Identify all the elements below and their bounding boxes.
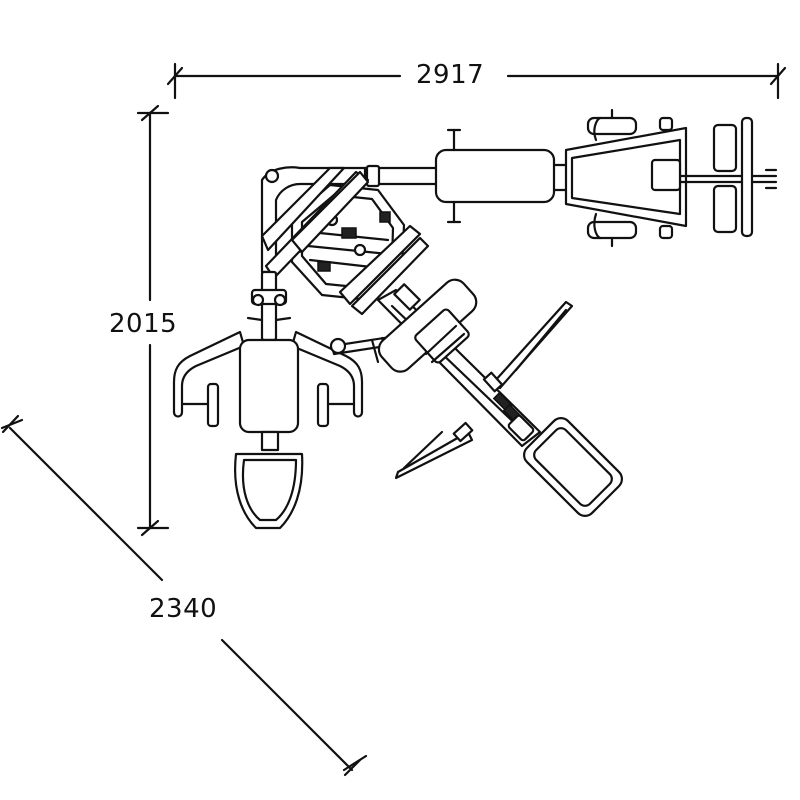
width-dimension-label: 2917 <box>412 62 489 88</box>
back-pad-top <box>434 128 568 224</box>
depth-dimension-label: 2015 <box>107 309 180 339</box>
diagonal-dimension-label: 2340 <box>145 594 222 624</box>
diagonal-press-arms <box>394 300 574 480</box>
leg-press-platform <box>564 108 688 248</box>
width-dimension-line <box>166 62 787 100</box>
diagonal-seat-pad <box>523 417 623 517</box>
foot-roller-assembly <box>650 116 778 238</box>
diagonal-crossbeams <box>260 166 430 316</box>
left-seat-pad <box>234 452 304 530</box>
horizontal-boom-arm <box>363 164 442 188</box>
depth-dimension-line <box>136 104 170 537</box>
left-press-arms <box>172 330 364 428</box>
diagonal-adjuster <box>492 391 535 442</box>
diagonal-roller-pad <box>377 278 478 373</box>
diagonal-dimension-line <box>0 414 368 777</box>
left-upright-column <box>246 270 292 342</box>
left-back-pad <box>238 338 300 452</box>
